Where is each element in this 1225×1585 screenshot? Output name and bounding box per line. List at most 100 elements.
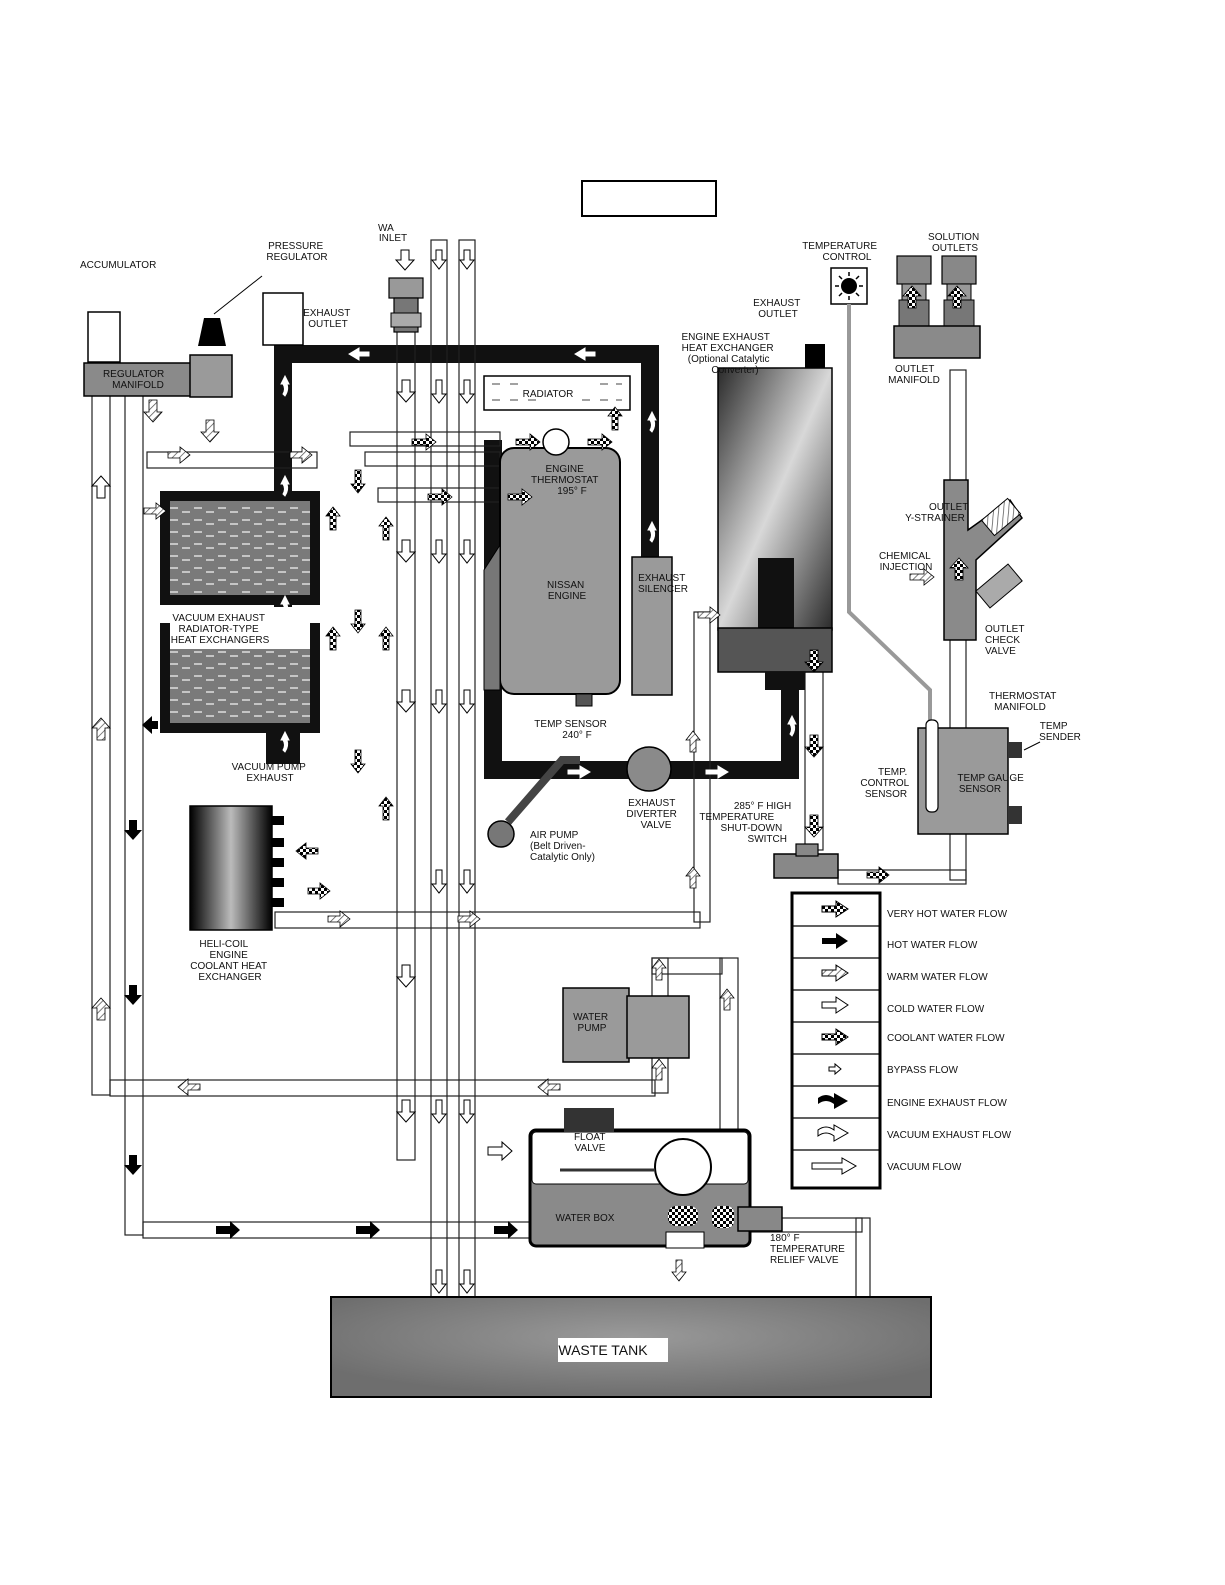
legend-bypass-icon (828, 1062, 842, 1076)
label-heli-coil: HELI-COIL ENGINE COOLANT HEAT EXCHANGER (190, 939, 269, 983)
engine-exhaust-hx-outlet (765, 672, 805, 690)
label-thermostat-manifold: THERMOSTAT MANIFOLD (989, 691, 1059, 713)
label-shutdown-switch: 285° F HIGH TEMPERATURE SHUT-DOWN SWITCH (699, 801, 794, 845)
label-exhaust-outlet-left: EXHAUST OUTLET (303, 308, 353, 330)
legend-dividers (792, 925, 880, 1151)
legend-label-vacuum: VACUUM FLOW (887, 1162, 962, 1173)
temperature-control-line (847, 304, 932, 728)
water-box-screen (668, 1206, 698, 1226)
label-engine-thermostat: ENGINE THERMOSTAT 195° F (531, 464, 601, 497)
legend-engine-exhaust-icon (818, 1093, 848, 1109)
very-hot-flow-arrows (804, 285, 969, 884)
legend-coolant-icon (821, 1028, 849, 1046)
temperature-control-dial (841, 278, 857, 294)
label-water-pump: WATER PUMP (573, 1012, 611, 1034)
legend-label-vacuum-exhaust: VACUUM EXHAUST FLOW (887, 1130, 1012, 1141)
engine-side-housing (483, 543, 501, 691)
label-engine-exhaust-hx: ENGINE EXHAUST HEAT EXCHANGER (Optional … (682, 332, 777, 376)
legend-label-hot: HOT WATER FLOW (887, 940, 978, 951)
engine-thermostat (542, 428, 570, 456)
exhaust-outlet-left-box (262, 292, 304, 346)
outlet-check-valve-body (975, 563, 1023, 609)
label-radiator: RADIATOR (523, 389, 574, 400)
label-vacuum-pump-exhaust: VACUUM PUMP EXHAUST (232, 762, 309, 784)
hot-flow-arrows (124, 716, 518, 1239)
exhaust-diverter-valve (626, 746, 672, 792)
temp-control-sensor-probe (925, 719, 939, 813)
title-box (581, 180, 717, 217)
radiator (483, 375, 631, 411)
legend-label-bypass: BYPASS FLOW (887, 1065, 959, 1076)
relief-valve (737, 1206, 783, 1232)
label-outlet-manifold: OUTLET MANIFOLD (888, 364, 940, 386)
solution-outlet-left (896, 255, 932, 285)
water-box-lid (564, 1108, 614, 1132)
legend-vacuum-icon (811, 1157, 858, 1175)
water-inlet-fitting (388, 277, 424, 299)
engine-exhaust-hx-cap (805, 344, 825, 370)
label-relief-valve: 180° F TEMPERATURE RELIEF VALVE (770, 1233, 848, 1266)
legend-label-warm: WARM WATER FLOW (887, 972, 988, 983)
pressure-regulator-leader (213, 275, 263, 315)
label-chemical-injection: CHEMICAL INJECTION (879, 551, 933, 573)
accumulator-tank (87, 311, 121, 363)
label-outlet-y-strainer: OUTLET Y-STRAINER (905, 502, 971, 524)
outlet-manifold (893, 325, 981, 359)
legend: VERY HOT WATER FLOW HOT WATER FLOW WARM … (790, 891, 1012, 1190)
cold-flow-arrows (90, 249, 513, 1294)
water-pump-head (626, 995, 690, 1059)
regulator-body (189, 354, 233, 398)
legend-cold-icon (821, 996, 849, 1014)
legend-label-cold: COLD WATER FLOW (887, 1004, 985, 1015)
label-waste-tank: WASTE TANK (558, 1342, 648, 1358)
temp-sender (1008, 742, 1022, 758)
heli-coil-exchanger (189, 805, 273, 931)
shutdown-switch-top (795, 843, 819, 857)
label-temp-sender: TEMP SENDER (1039, 721, 1081, 743)
label-nissan-engine: NISSAN ENGINE (547, 580, 587, 602)
label-vacuum-exhaust-hx: VACUUM EXHAUST RADIATOR-TYPE HEAT EXCHAN… (171, 613, 270, 646)
temperature-control-rays (835, 272, 863, 300)
relief-valve-screen (712, 1206, 734, 1228)
label-solution-outlets: SOLUTION OUTLETS (928, 232, 982, 254)
legend-label-engine-exhaust: ENGINE EXHAUST FLOW (887, 1098, 1007, 1109)
water-inlet-nut (390, 312, 422, 328)
label-temp-sensor: TEMP SENSOR 240° F (534, 719, 609, 741)
legend-very-hot-icon (821, 900, 849, 918)
label-air-pump: AIR PUMP (Belt Driven- Catalytic Only) (530, 830, 595, 863)
label-temp-control-sensor: TEMP. CONTROL SENSOR (860, 767, 911, 800)
heli-coil-fittings (272, 816, 284, 907)
coolant-flow-arrows (295, 406, 623, 900)
legend-vacuum-exhaust-icon (817, 1124, 850, 1142)
vacuum-exhaust-hx-upper (160, 491, 320, 605)
label-temperature-control: TEMPERATURE CONTROL (802, 241, 880, 263)
label-accumulator: ACCUMULATOR (80, 260, 156, 271)
temp-sender-leader (1023, 741, 1041, 751)
waste-tank-label-bg (558, 1338, 668, 1362)
water-box-upper (531, 1131, 749, 1185)
legend-warm-icon (821, 964, 849, 982)
label-outlet-check-valve: OUTLET CHECK VALVE (985, 624, 1027, 657)
label-float-valve: FLOAT VALVE (574, 1132, 608, 1154)
label-water-inlet: WA INLET (378, 223, 407, 244)
vacuum-pump-exhaust-stub (266, 728, 300, 764)
label-pressure-regulator: PRESSURE REGULATOR (266, 241, 327, 263)
shutdown-switch (773, 853, 839, 879)
warm-flow-arrows (91, 399, 935, 1282)
legend-label-coolant: COOLANT WATER FLOW (887, 1033, 1005, 1044)
temp-gauge-sensor (1008, 806, 1022, 824)
label-exhaust-diverter: EXHAUST DIVERTER VALVE (626, 798, 679, 831)
label-regulator-manifold: REGULATOR MANIFOLD (103, 369, 167, 391)
label-exhaust-outlet-right: EXHAUST OUTLET (753, 298, 803, 320)
exhaust-flow-arrows (280, 347, 797, 779)
regulator-manifold (83, 362, 193, 397)
air-pump-line (504, 756, 580, 825)
label-exhaust-silencer: EXHAUST SILENCER (638, 573, 688, 595)
water-box-drain (665, 1231, 705, 1249)
radiator-fins (492, 383, 622, 401)
label-temp-gauge-sensor: TEMP GAUGE SENSOR (957, 773, 1026, 795)
solution-outlet-right (941, 255, 977, 285)
label-water-box: WATER BOX (556, 1213, 615, 1224)
y-strainer-screen (980, 497, 1022, 537)
